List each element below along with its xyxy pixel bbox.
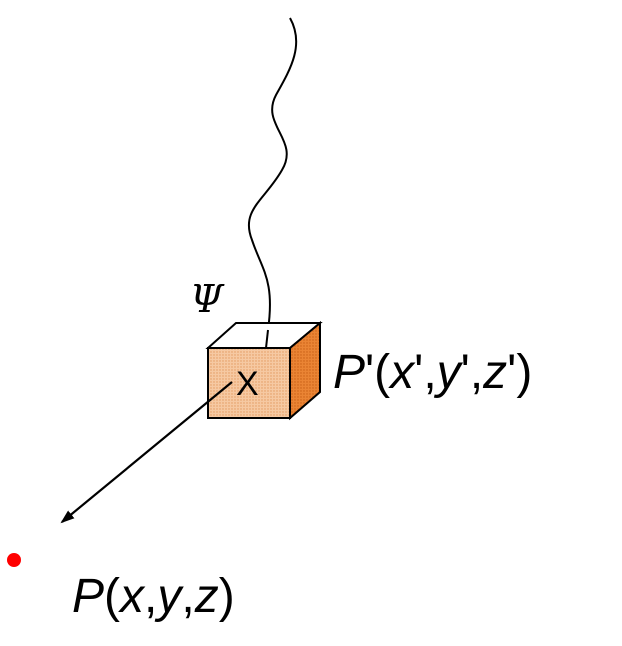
source-point-label: P'(x',y',z') [333,346,532,399]
field-point-sep1: , [144,570,157,623]
field-point-x: x [118,570,146,623]
field-point-label: P(x,y,z) [72,570,235,623]
source-point-y: y [434,346,464,399]
psi-label: Ψ [190,277,225,321]
propagation-arrow [60,381,233,524]
source-point-close: ') [507,346,532,399]
source-point-sep2: ', [461,346,484,399]
source-point-z: z [482,346,507,399]
field-point-open: ( [104,570,120,623]
wave-line-entry [265,329,269,349]
field-point-P: P [72,570,104,623]
source-point-sep1: ', [414,346,437,399]
source-point-P: P [333,346,365,399]
field-point-close: ) [219,570,235,623]
wave-line [247,17,298,331]
field-point-z: z [194,570,219,623]
field-point-sep2: , [181,570,194,623]
field-point-y: y [154,570,184,623]
source-box-front [207,347,291,419]
source-point-open: '( [365,346,390,399]
field-point-dot [7,553,21,567]
source-point-x: x [388,346,416,399]
source-box-label: X [236,365,259,403]
